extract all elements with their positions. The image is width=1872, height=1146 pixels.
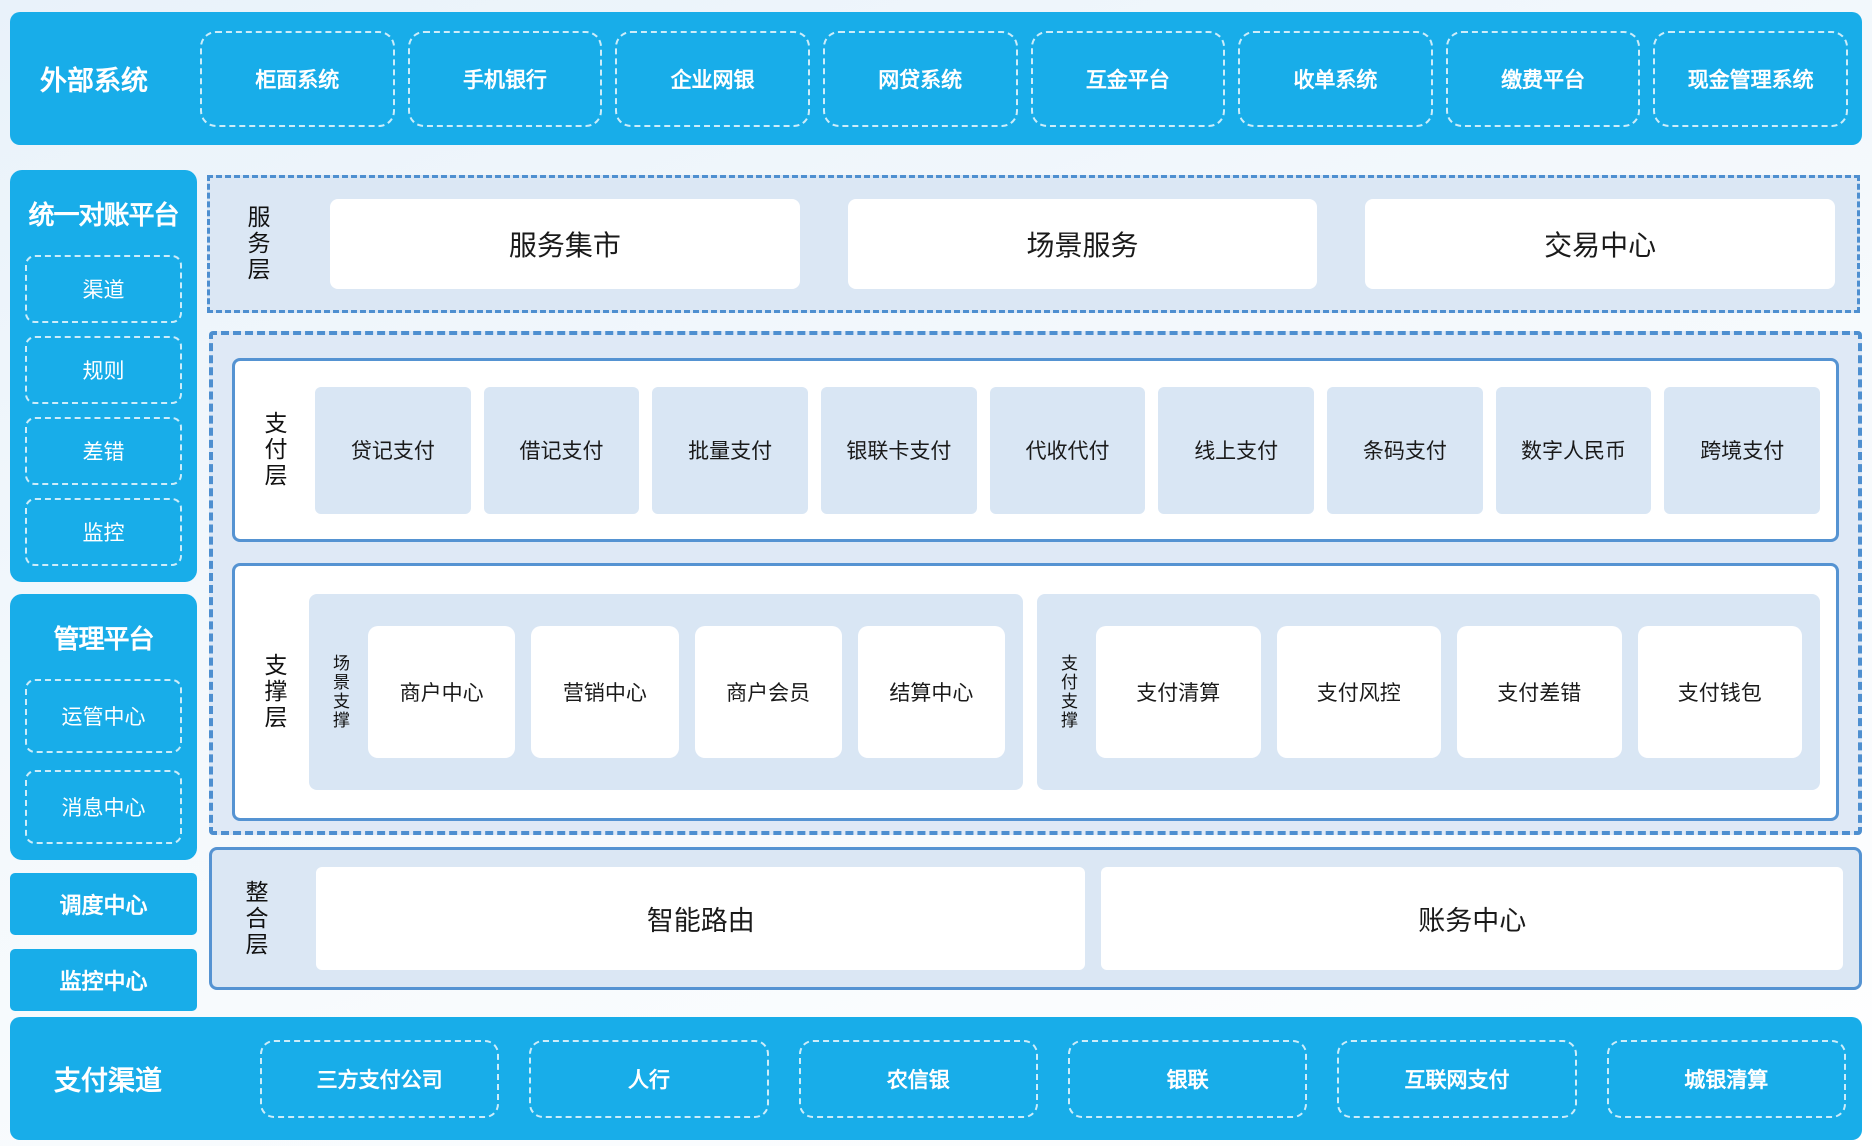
scene-support-cells: 商户中心 营销中心 商户会员 结算中心	[368, 626, 1006, 758]
payment-channel-box: 人行	[529, 1039, 769, 1118]
external-system-box: 现金管理系统	[1653, 30, 1848, 127]
payment-cell: 借记支付	[483, 386, 640, 514]
scene-support-group: 场景支撑 商户中心 营销中心 商户会员 结算中心	[309, 594, 1024, 790]
reconciliation-item: 监控	[25, 498, 182, 566]
external-systems-items: 柜面系统 手机银行 企业网银 网贷系统 互金平台 收单系统 缴费平台 现金管理系…	[200, 30, 1848, 127]
external-system-box: 缴费平台	[1445, 30, 1641, 127]
integration-box: 智能路由	[316, 867, 1086, 970]
reconciliation-item: 规则	[25, 336, 182, 404]
scheduling-center-box: 调度中心	[10, 873, 197, 935]
external-system-box: 企业网银	[615, 30, 810, 127]
payment-cell: 条码支付	[1327, 386, 1483, 514]
payment-channel-box: 银联	[1067, 1039, 1308, 1118]
payment-support-cells: 支付清算 支付风控 支付差错 支付钱包	[1096, 626, 1802, 758]
payment-cell: 批量支付	[652, 386, 809, 514]
reconciliation-platform-title: 统一对账平台	[28, 200, 179, 230]
core-layers-container: 支付层 贷记支付 借记支付 批量支付 银联卡支付 代收代付 线上支付 条码支付 …	[209, 331, 1862, 835]
payment-cell: 银联卡支付	[821, 386, 977, 514]
external-system-box: 手机银行	[407, 30, 603, 127]
external-systems-label: 外部系统	[40, 66, 148, 96]
payment-channels-items: 三方支付公司 人行 农信银 银联 互联网支付 城银清算	[260, 1039, 1846, 1118]
scene-support-cell: 营销中心	[531, 626, 679, 758]
reconciliation-item: 差错	[25, 417, 182, 485]
payment-support-cell: 支付风控	[1276, 626, 1442, 758]
payment-channel-box: 城银清算	[1606, 1039, 1846, 1118]
support-layer-groups: 场景支撑 商户中心 营销中心 商户会员 结算中心 支付支撑 支付清算 支付风控 …	[309, 594, 1820, 790]
reconciliation-item: 渠道	[25, 255, 182, 323]
payment-support-group: 支付支撑 支付清算 支付风控 支付差错 支付钱包	[1037, 594, 1820, 790]
payment-channels-bar: 支付渠道 三方支付公司 人行 农信银 银联 互联网支付 城银清算	[10, 1017, 1862, 1140]
integration-box: 账务中心	[1101, 867, 1843, 970]
scene-support-label: 场景支撑	[330, 654, 349, 730]
management-item: 运管中心	[25, 679, 182, 753]
payment-channel-box: 农信银	[798, 1039, 1038, 1118]
service-box: 服务集市	[330, 199, 800, 289]
management-item: 消息中心	[25, 770, 182, 844]
payment-channel-box: 三方支付公司	[260, 1039, 500, 1118]
payment-layer: 支付层 贷记支付 借记支付 批量支付 银联卡支付 代收代付 线上支付 条码支付 …	[232, 358, 1839, 542]
external-system-box: 收单系统	[1238, 30, 1433, 127]
payment-cell: 线上支付	[1158, 386, 1315, 514]
service-box: 交易中心	[1365, 199, 1836, 289]
payment-support-cell: 支付钱包	[1637, 626, 1802, 758]
external-system-box: 柜面系统	[200, 30, 395, 127]
support-layer-label: 支撑层	[261, 653, 287, 731]
service-layer-label: 服务层	[244, 205, 270, 283]
payment-support-cell: 支付清算	[1096, 626, 1261, 758]
service-layer-boxes: 服务集市 场景服务 交易中心	[330, 199, 1836, 289]
scene-support-cell: 商户会员	[694, 626, 842, 758]
payment-layer-cells: 贷记支付 借记支付 批量支付 银联卡支付 代收代付 线上支付 条码支付 数字人民…	[315, 386, 1821, 514]
payment-layer-label: 支付层	[261, 411, 287, 489]
payment-support-cell: 支付差错	[1457, 626, 1622, 758]
management-platform-title: 管理平台	[53, 624, 154, 654]
payment-cell: 跨境支付	[1664, 386, 1821, 514]
integration-layer-label: 整合层	[242, 879, 268, 958]
service-layer: 服务层 服务集市 场景服务 交易中心	[207, 175, 1860, 313]
payment-cell: 贷记支付	[315, 386, 471, 514]
payment-support-label: 支付支撑	[1058, 654, 1078, 730]
monitoring-center-box: 监控中心	[10, 949, 197, 1011]
external-system-box: 互金平台	[1030, 30, 1226, 127]
external-systems-bar: 外部系统 柜面系统 手机银行 企业网银 网贷系统 互金平台 收单系统 缴费平台 …	[10, 12, 1862, 145]
payment-cell: 数字人民币	[1495, 386, 1652, 514]
integration-layer: 整合层 智能路由 账务中心	[209, 847, 1862, 990]
external-system-box: 网贷系统	[822, 30, 1018, 127]
service-box: 场景服务	[847, 199, 1318, 289]
reconciliation-platform-panel: 统一对账平台 渠道 规则 差错 监控	[10, 170, 197, 582]
scene-support-cell: 商户中心	[368, 626, 516, 758]
integration-layer-boxes: 智能路由 账务中心	[316, 867, 1843, 970]
payment-channel-box: 互联网支付	[1337, 1039, 1577, 1118]
support-layer: 支撑层 场景支撑 商户中心 营销中心 商户会员 结算中心 支付支撑 支付清算 支…	[232, 563, 1839, 821]
sidebar: 统一对账平台 渠道 规则 差错 监控 管理平台 运管中心 消息中心 调度中心 监…	[10, 170, 197, 1011]
payment-cell: 代收代付	[989, 386, 1146, 514]
payment-channels-label: 支付渠道	[54, 1066, 162, 1096]
management-platform-panel: 管理平台 运管中心 消息中心	[10, 594, 197, 860]
scene-support-cell: 结算中心	[857, 626, 1006, 758]
